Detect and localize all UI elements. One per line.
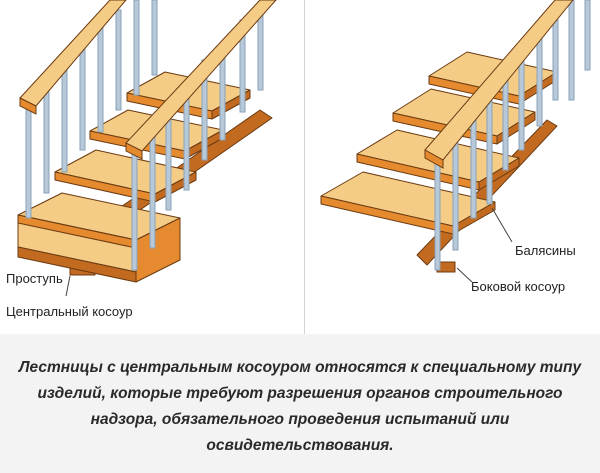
caption-line-1: Лестницы с центральным косоуром относятс… <box>18 359 582 376</box>
tread-2 <box>54 149 197 203</box>
caption-line-4: освидетельствования. <box>206 437 394 454</box>
figure-caption: Лестницы с центральным косоуром относятс… <box>0 355 600 459</box>
side-stringer-stair-drawing <box>320 0 591 283</box>
caption-band <box>0 334 600 473</box>
panel-divider <box>304 0 305 334</box>
central-stringer-label: Центральный косоур <box>6 304 133 319</box>
tread-1 <box>17 192 181 283</box>
left-figure: Проступь Центральный косоур <box>0 0 303 334</box>
side-stringer-label: Боковой косоур <box>471 279 566 294</box>
balusters-right <box>434 0 591 271</box>
balusters-label: Балясины <box>515 243 576 258</box>
tread-label: Проступь <box>6 271 63 286</box>
right-figure: Балясины Боковой косоур <box>307 0 600 334</box>
caption-line-3: надзора, обязательного проведения испыта… <box>90 411 510 428</box>
stringer-leader-line <box>65 275 71 297</box>
handrails-left <box>19 0 277 160</box>
central-stringer-stair-drawing <box>17 0 277 297</box>
caption-line-2: изделий, которые требуют разрешения орга… <box>37 385 563 402</box>
tread-1 <box>320 171 496 235</box>
handrail-right <box>424 0 574 169</box>
balusters-leader-line <box>491 207 513 243</box>
side-stringer-leader-line <box>456 267 473 283</box>
